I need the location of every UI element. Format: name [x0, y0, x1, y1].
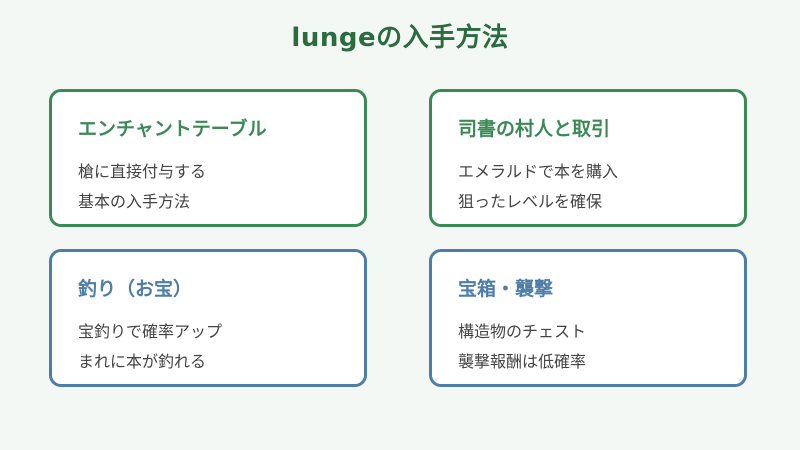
card-line: まれに本が釣れる — [78, 352, 207, 371]
card-line: 襲撃報酬は低確率 — [458, 352, 587, 371]
card-title: エンチャントテーブル — [78, 118, 267, 140]
page-title: lungeの入手方法 — [291, 23, 509, 53]
card-line: 基本の入手方法 — [78, 192, 191, 211]
card-title: 釣り（お宝） — [78, 278, 193, 300]
card-chest-raid: 宝箱・襲撃 構造物のチェスト 襲撃報酬は低確率 — [429, 249, 747, 387]
card-line: 構造物のチェスト — [458, 322, 587, 341]
card-fishing: 釣り（お宝） 宝釣りで確率アップ まれに本が釣れる — [49, 249, 367, 387]
card-line: エメラルドで本を購入 — [458, 162, 619, 181]
card-line: 槍に直接付与する — [78, 162, 207, 181]
card-title: 司書の村人と取引 — [458, 118, 611, 140]
card-line: 宝釣りで確率アップ — [78, 322, 223, 341]
card-enchanting-table: エンチャントテーブル 槍に直接付与する 基本の入手方法 — [49, 89, 367, 227]
card-line: 狙ったレベルを確保 — [458, 192, 603, 211]
card-title: 宝箱・襲撃 — [458, 278, 554, 300]
card-librarian-trade: 司書の村人と取引 エメラルドで本を購入 狙ったレベルを確保 — [429, 89, 747, 227]
